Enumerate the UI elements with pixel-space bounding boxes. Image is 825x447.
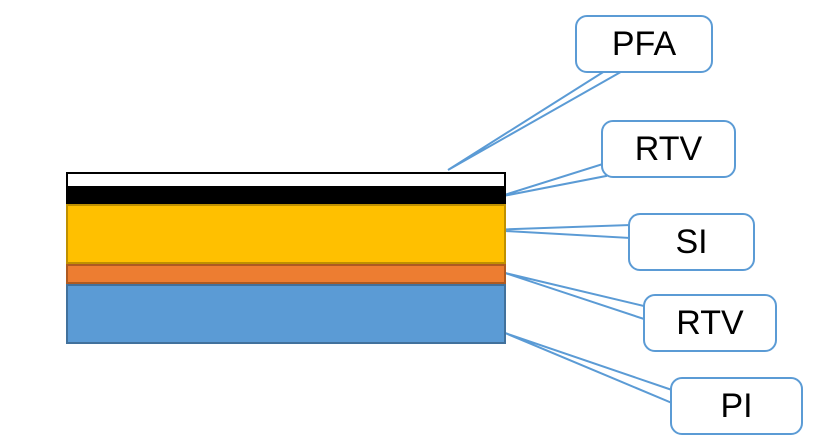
pfa-leader [447, 68, 630, 171]
si-layer [66, 204, 506, 264]
si-leader [486, 223, 631, 240]
rtv-top-leader [497, 161, 607, 198]
rtv-bottom-leader [504, 272, 645, 321]
pfa-callout: PFA [575, 15, 713, 73]
rtv-top-layer [66, 187, 506, 204]
rtv-top-callout: RTV [601, 120, 736, 178]
si-callout: SI [628, 213, 755, 271]
pi-callout: PI [670, 377, 803, 435]
pfa-layer [66, 172, 506, 188]
pi-layer [66, 284, 506, 344]
rtv-bottom-layer [66, 264, 506, 284]
rtv-bottom-callout: RTV [643, 294, 777, 352]
